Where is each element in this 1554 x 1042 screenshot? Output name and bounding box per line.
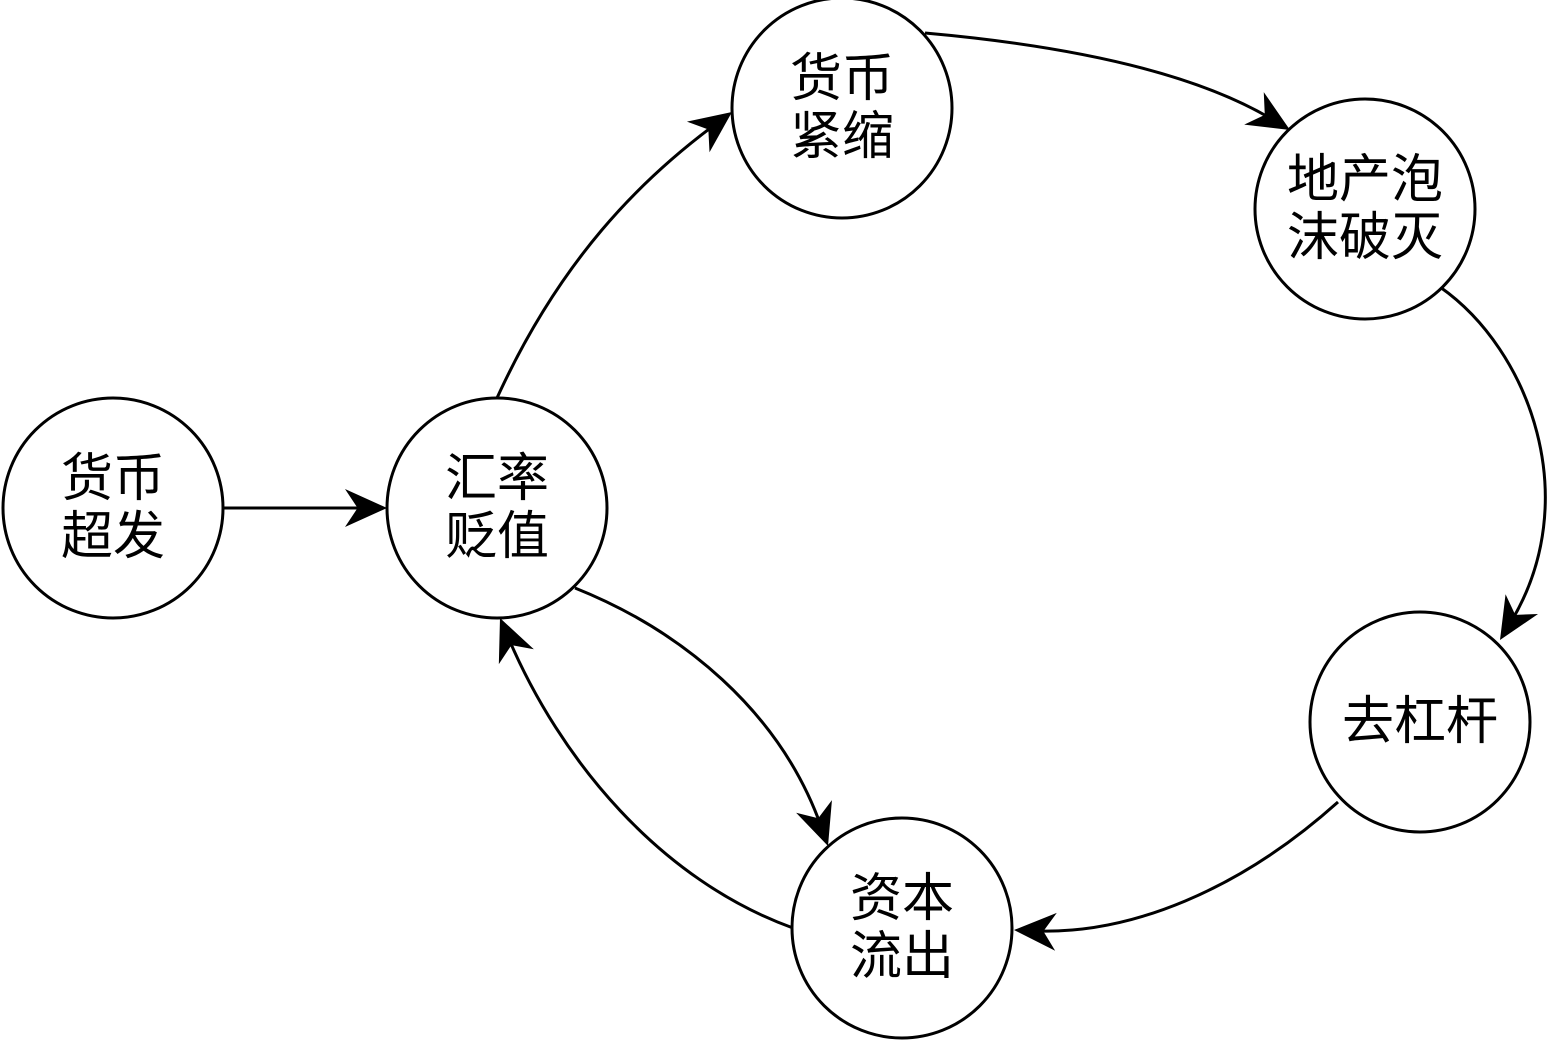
edges-layer xyxy=(223,31,1547,951)
node-label-line: 紧缩 xyxy=(790,107,894,167)
node-label-line: 货币 xyxy=(790,49,894,109)
edge-line xyxy=(1439,285,1547,624)
node-circle xyxy=(1253,97,1477,321)
node-circle xyxy=(385,396,609,620)
edge-line xyxy=(495,122,717,399)
node-circle xyxy=(790,816,1014,1040)
edge-property-bubble-burst-to-deleveraging xyxy=(1439,285,1547,640)
edge-money-oversupply-to-currency-depreciation xyxy=(223,489,387,527)
arrowhead-icon xyxy=(686,112,732,153)
edge-capital-outflow-to-currency-depreciation xyxy=(498,618,794,930)
edge-line xyxy=(924,31,1274,121)
node-label-line: 资本 xyxy=(850,869,954,929)
node-circle xyxy=(730,0,954,220)
node-circle xyxy=(1,396,225,620)
edge-currency-depreciation-to-monetary-tightening xyxy=(495,112,732,399)
edge-line xyxy=(506,635,794,930)
node-label-line: 去杠杆 xyxy=(1342,692,1498,752)
edge-deleveraging-to-capital-outflow xyxy=(1014,800,1340,951)
edge-monetary-tightening-to-property-bubble-burst xyxy=(924,31,1290,130)
node-label-line: 贬值 xyxy=(445,507,549,567)
edge-line xyxy=(1033,800,1340,933)
arrowhead-icon xyxy=(345,489,387,527)
arrowhead-icon xyxy=(1244,92,1290,130)
arrowhead-icon xyxy=(1500,594,1539,640)
node-label-line: 流出 xyxy=(850,927,954,987)
node-label-line: 沫破灭 xyxy=(1287,208,1443,268)
node-label-line: 地产泡 xyxy=(1287,150,1443,210)
arrowhead-icon xyxy=(498,618,534,665)
arrowhead-icon xyxy=(1014,912,1057,951)
node-label-line: 汇率 xyxy=(445,449,549,509)
node-label-line: 超发 xyxy=(61,507,165,567)
node-label-line: 货币 xyxy=(61,449,165,509)
arrowhead-icon xyxy=(796,800,832,846)
edge-line xyxy=(574,586,823,828)
edge-currency-depreciation-to-capital-outflow xyxy=(574,586,832,846)
node-deleveraging: 去杠杆 xyxy=(1308,610,1532,834)
node-circle xyxy=(1308,610,1532,834)
